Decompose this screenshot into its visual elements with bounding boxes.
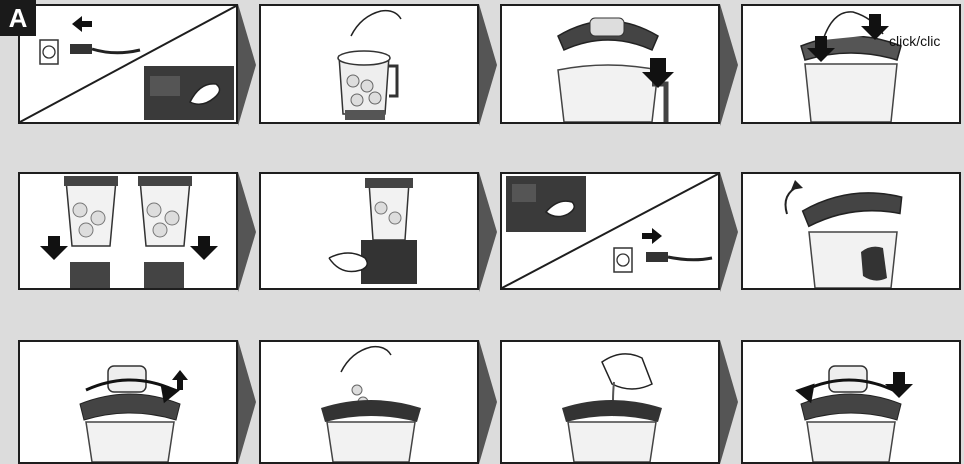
- step-arrow-3: [720, 4, 738, 126]
- step-12-panel: [741, 340, 961, 464]
- step-arrow-11: [720, 340, 738, 464]
- step-5-panel: [18, 172, 238, 290]
- step-arrow-7: [720, 172, 738, 292]
- lock-lid-icon: [743, 6, 959, 122]
- step-arrow-5: [238, 172, 256, 292]
- step-7-panel: [500, 172, 720, 290]
- add-ingredients-icon: [261, 6, 477, 122]
- step-8-panel: [741, 172, 961, 290]
- step-2-panel: [259, 4, 479, 124]
- step-10-panel: [259, 340, 479, 464]
- replace-cap-icon: [743, 342, 959, 462]
- step-arrow-10: [479, 340, 497, 464]
- step-arrow-6: [479, 172, 497, 292]
- pour-liquid-icon: [502, 342, 718, 462]
- step-6-panel: [259, 172, 479, 290]
- step-arrow-1: [238, 4, 256, 126]
- section-label-badge: A: [0, 0, 36, 36]
- step-3-panel: [500, 4, 720, 124]
- click-caption: click/clic: [889, 33, 940, 49]
- attach-lid-icon: [502, 6, 718, 122]
- step-arrow-9: [238, 340, 256, 464]
- step-arrow-2: [479, 4, 497, 126]
- step-11-panel: [500, 340, 720, 464]
- step-4-panel: click/clic: [741, 4, 961, 124]
- power-on-and-plug-in-icon: [502, 174, 718, 288]
- remove-cap-icon: [20, 342, 236, 462]
- select-program-icon: [261, 174, 477, 288]
- step-1-panel: [18, 4, 238, 124]
- mount-jar-icon: [20, 174, 236, 288]
- remove-lid-icon: [743, 174, 959, 288]
- add-through-opening-icon: [261, 342, 477, 462]
- step-9-panel: [18, 340, 238, 464]
- unplug-and-power-off-icon: [20, 6, 236, 122]
